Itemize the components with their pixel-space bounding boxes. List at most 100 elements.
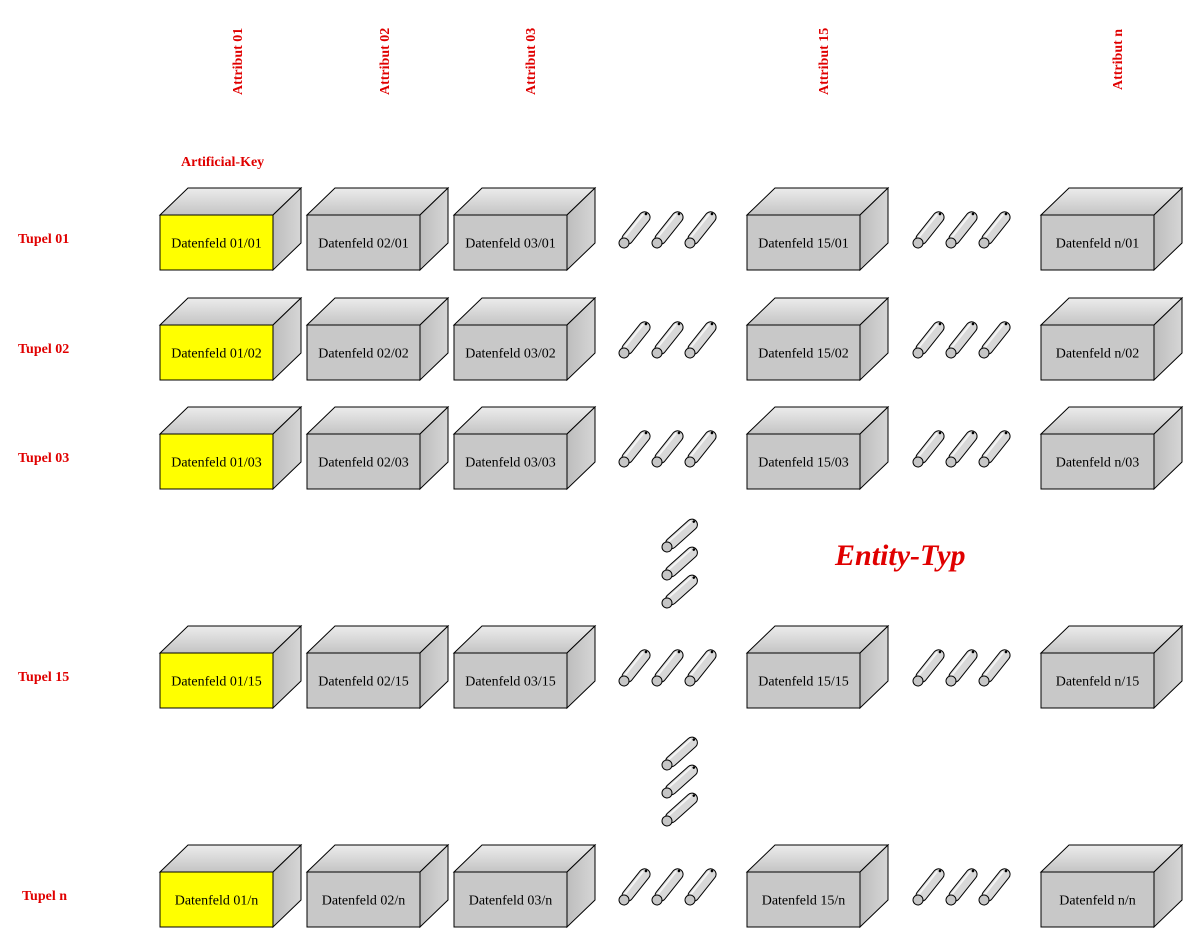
ellipsis-cylinder-icon: [618, 430, 651, 468]
ellipsis-cylinder-icon: [651, 430, 684, 468]
ellipsis-cylinder-icon: [661, 546, 698, 581]
data-field-label: Datenfeld n/15: [1056, 675, 1140, 690]
box-front-face: [746, 433, 861, 490]
data-field-box: Datenfeld 02/01: [305, 186, 450, 272]
box-front-face: [1040, 214, 1155, 271]
box-front-face: [746, 871, 861, 928]
data-field-box: Datenfeld 01/01: [158, 186, 303, 272]
ellipsis-cylinder-icon: [651, 649, 684, 687]
data-field-label: Datenfeld n/02: [1056, 347, 1140, 362]
ellipsis-cylinder-icon: [912, 211, 945, 249]
ellipsis-cylinder-icon: [912, 430, 945, 468]
data-field-box: Datenfeld 02/15: [305, 624, 450, 710]
box-front-face: [1040, 324, 1155, 381]
ellipsis-cylinder-icon: [912, 649, 945, 687]
data-field-label: Datenfeld 01/02: [171, 347, 262, 362]
ellipsis-cylinder-icon: [978, 430, 1011, 468]
data-field-label: Datenfeld 03/02: [465, 347, 556, 362]
data-field-box: Datenfeld 01/15: [158, 624, 303, 710]
data-field-label: Datenfeld 01/15: [171, 675, 262, 690]
box-front-face: [746, 652, 861, 709]
column-header-attribut-01: Attribut 01: [231, 28, 246, 95]
ellipsis-cylinder-icon: [684, 868, 717, 906]
data-field-box: Datenfeld 15/01: [745, 186, 890, 272]
data-field-box: Datenfeld 01/n: [158, 843, 303, 929]
data-field-label: Datenfeld n/03: [1056, 456, 1140, 471]
data-field-label: Datenfeld 01/n: [175, 894, 259, 909]
column-header-attribut-n: Attribut n: [1111, 29, 1126, 90]
data-field-label: Datenfeld 15/15: [758, 675, 849, 690]
data-field-label: Datenfeld 03/01: [465, 237, 556, 252]
data-field-box: Datenfeld 02/02: [305, 296, 450, 382]
key-field-front-face: [159, 871, 274, 928]
data-field-label: Datenfeld 02/03: [318, 456, 409, 471]
data-field-box: Datenfeld 15/03: [745, 405, 890, 491]
box-front-face: [453, 214, 568, 271]
row-label-tupel-15: Tupel 15: [18, 670, 69, 685]
ellipsis-cylinder-icon: [661, 792, 698, 827]
data-field-box: Datenfeld n/03: [1039, 405, 1184, 491]
data-field-label: Datenfeld 03/15: [465, 675, 556, 690]
box-front-face: [306, 433, 421, 490]
data-field-box: Datenfeld 15/n: [745, 843, 890, 929]
box-front-face: [306, 214, 421, 271]
data-field-box: Datenfeld n/15: [1039, 624, 1184, 710]
data-field-label: Datenfeld 01/01: [171, 237, 262, 252]
ellipsis-cylinder-icon: [945, 649, 978, 687]
key-field-front-face: [159, 652, 274, 709]
ellipsis-cylinder-icon: [618, 649, 651, 687]
ellipsis-cylinder-icon: [618, 321, 651, 359]
ellipsis-cylinder-icon: [651, 321, 684, 359]
ellipsis-cylinder-icon: [684, 649, 717, 687]
box-front-face: [1040, 433, 1155, 490]
data-field-box: Datenfeld 03/01: [452, 186, 597, 272]
ellipsis-cylinder-icon: [912, 321, 945, 359]
data-field-label: Datenfeld 02/15: [318, 675, 409, 690]
ellipsis-cylinder-icon: [684, 211, 717, 249]
row-label-tupel-01: Tupel 01: [18, 232, 69, 247]
ellipsis-cylinder-icon: [945, 430, 978, 468]
ellipsis-cylinder-icon: [684, 321, 717, 359]
ellipsis-cylinder-icon: [661, 736, 698, 771]
column-header-attribut-15: Attribut 15: [817, 28, 832, 95]
ellipsis-cylinder-icon: [978, 649, 1011, 687]
ellipsis-cylinder-icon: [618, 211, 651, 249]
box-front-face: [306, 324, 421, 381]
ellipsis-cylinder-icon: [945, 321, 978, 359]
ellipsis-cylinder-icon: [978, 868, 1011, 906]
row-labels: Tupel 01 Tupel 02 Tupel 03 Tupel 15 Tupe…: [18, 232, 69, 904]
box-front-face: [746, 214, 861, 271]
data-field-box: Datenfeld 15/02: [745, 296, 890, 382]
box-front-face: [1040, 652, 1155, 709]
data-field-label: Datenfeld 15/03: [758, 456, 849, 471]
ellipsis-cylinder-icon: [978, 211, 1011, 249]
data-field-label: Datenfeld 15/02: [758, 347, 849, 362]
box-front-face: [453, 871, 568, 928]
row-label-tupel-02: Tupel 02: [18, 342, 69, 357]
box-front-face: [306, 871, 421, 928]
ellipsis-markers: [618, 211, 1011, 906]
column-header-attribut-02: Attribut 02: [378, 28, 393, 95]
box-front-face: [453, 652, 568, 709]
data-field-label: Datenfeld 03/n: [469, 894, 553, 909]
column-headers: Attribut 01 Attribut 02 Attribut 03 Attr…: [231, 28, 1126, 95]
ellipsis-cylinder-icon: [945, 868, 978, 906]
ellipsis-cylinder-icon: [945, 211, 978, 249]
data-field-box: Datenfeld 03/15: [452, 624, 597, 710]
data-field-box: Datenfeld 15/15: [745, 624, 890, 710]
ellipsis-cylinder-icon: [661, 764, 698, 799]
data-field-box: Datenfeld 02/n: [305, 843, 450, 929]
data-field-box: Datenfeld 03/02: [452, 296, 597, 382]
key-field-front-face: [159, 324, 274, 381]
key-field-front-face: [159, 214, 274, 271]
row-label-tupel-n: Tupel n: [22, 889, 67, 904]
data-field-box: Datenfeld 03/n: [452, 843, 597, 929]
ellipsis-cylinder-icon: [978, 321, 1011, 359]
data-field-box: Datenfeld n/01: [1039, 186, 1184, 272]
data-field-box: Datenfeld 01/03: [158, 405, 303, 491]
artificial-key-label: Artificial-Key: [181, 155, 264, 170]
data-field-label: Datenfeld 01/03: [171, 456, 262, 471]
data-field-label: Datenfeld 02/n: [322, 894, 406, 909]
